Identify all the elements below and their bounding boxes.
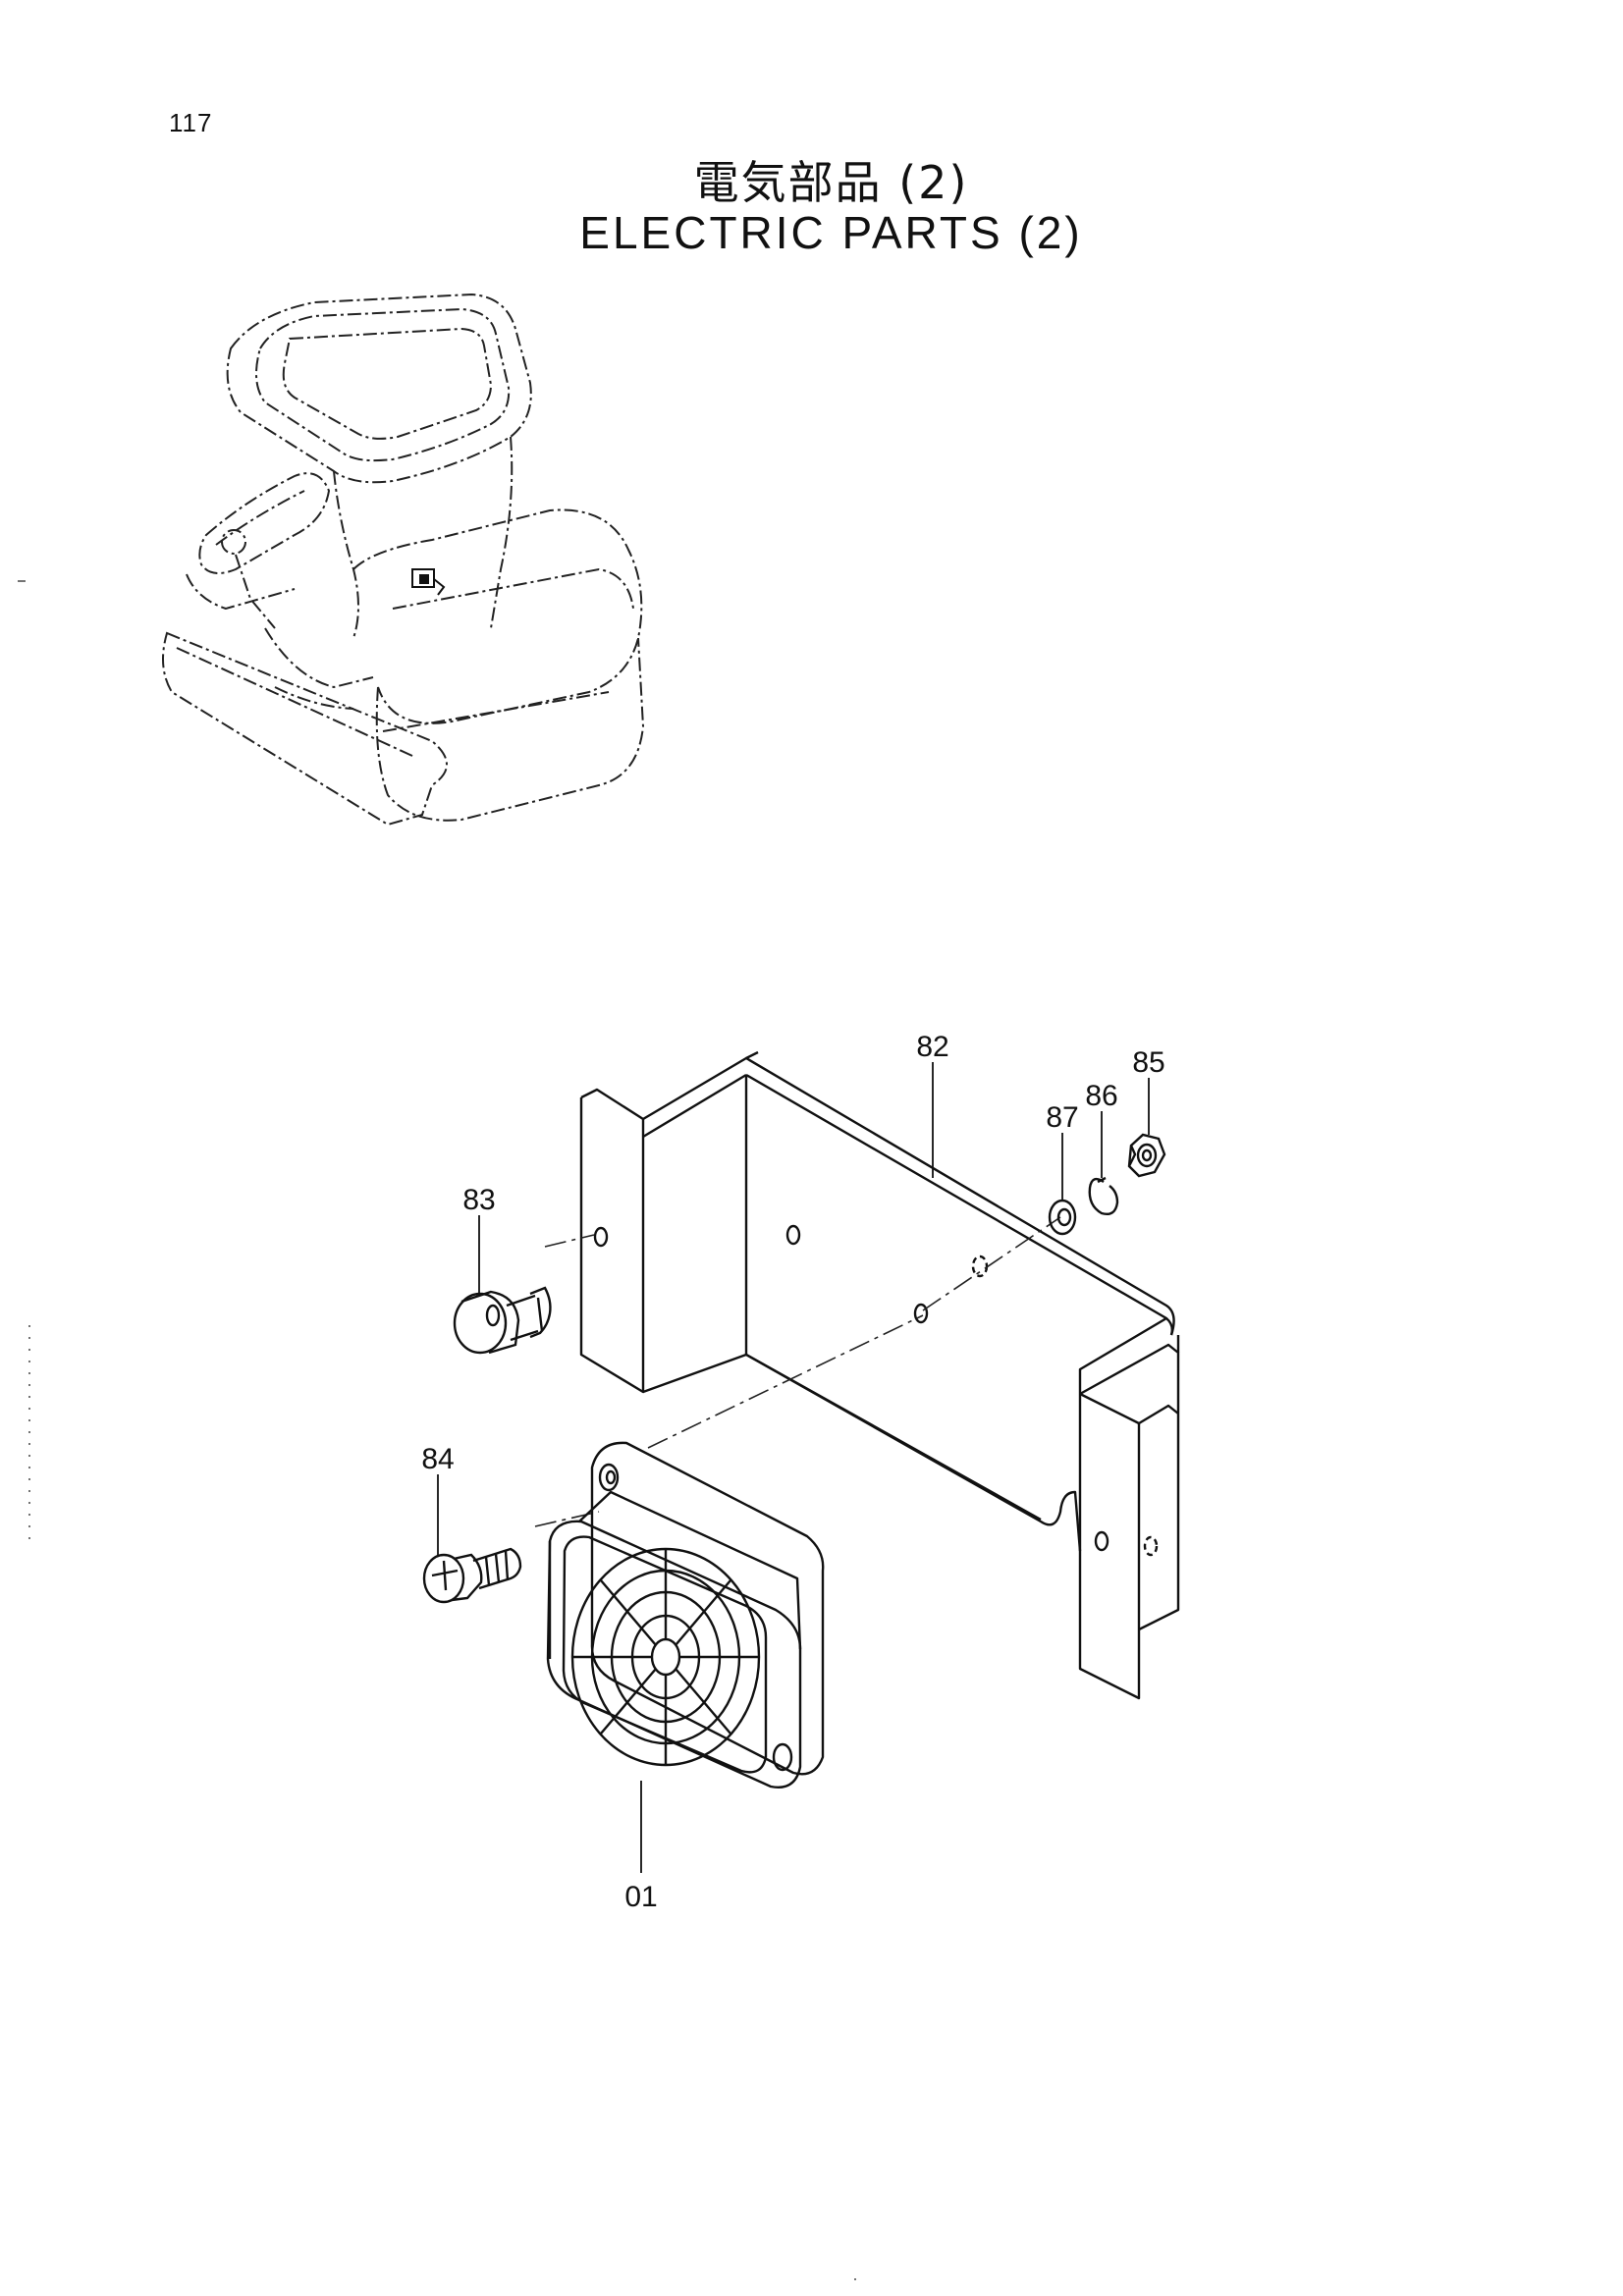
callout-87: 87 xyxy=(1046,1101,1078,1134)
scan-marks xyxy=(18,580,856,2280)
mounting-bracket xyxy=(579,1050,1180,1700)
callout-01: 01 xyxy=(624,1881,657,1913)
unit-location-marker xyxy=(411,568,446,596)
callout-85: 85 xyxy=(1132,1046,1164,1079)
spring-washer-86 xyxy=(1088,1176,1119,1216)
callout-leader-lines xyxy=(437,1062,1150,1873)
page-title-english: ELECTRIC PARTS (2) xyxy=(579,207,1083,258)
page-number: 117 xyxy=(169,108,213,137)
bolt-83 xyxy=(453,1286,552,1355)
cab-location-view xyxy=(162,293,645,827)
callout-86: 86 xyxy=(1085,1080,1117,1112)
callout-84: 84 xyxy=(421,1443,454,1475)
washer-87 xyxy=(1048,1199,1077,1236)
callout-83: 83 xyxy=(462,1184,495,1216)
alarm-unit-01 xyxy=(546,1441,825,1789)
callout-82: 82 xyxy=(916,1031,948,1063)
page-title-japanese: 電気部品 (2) xyxy=(693,156,969,209)
nut-85 xyxy=(1127,1133,1166,1178)
callout-labels: 82 85 86 87 83 84 01 xyxy=(421,1031,1164,1913)
screw-84 xyxy=(422,1547,522,1604)
